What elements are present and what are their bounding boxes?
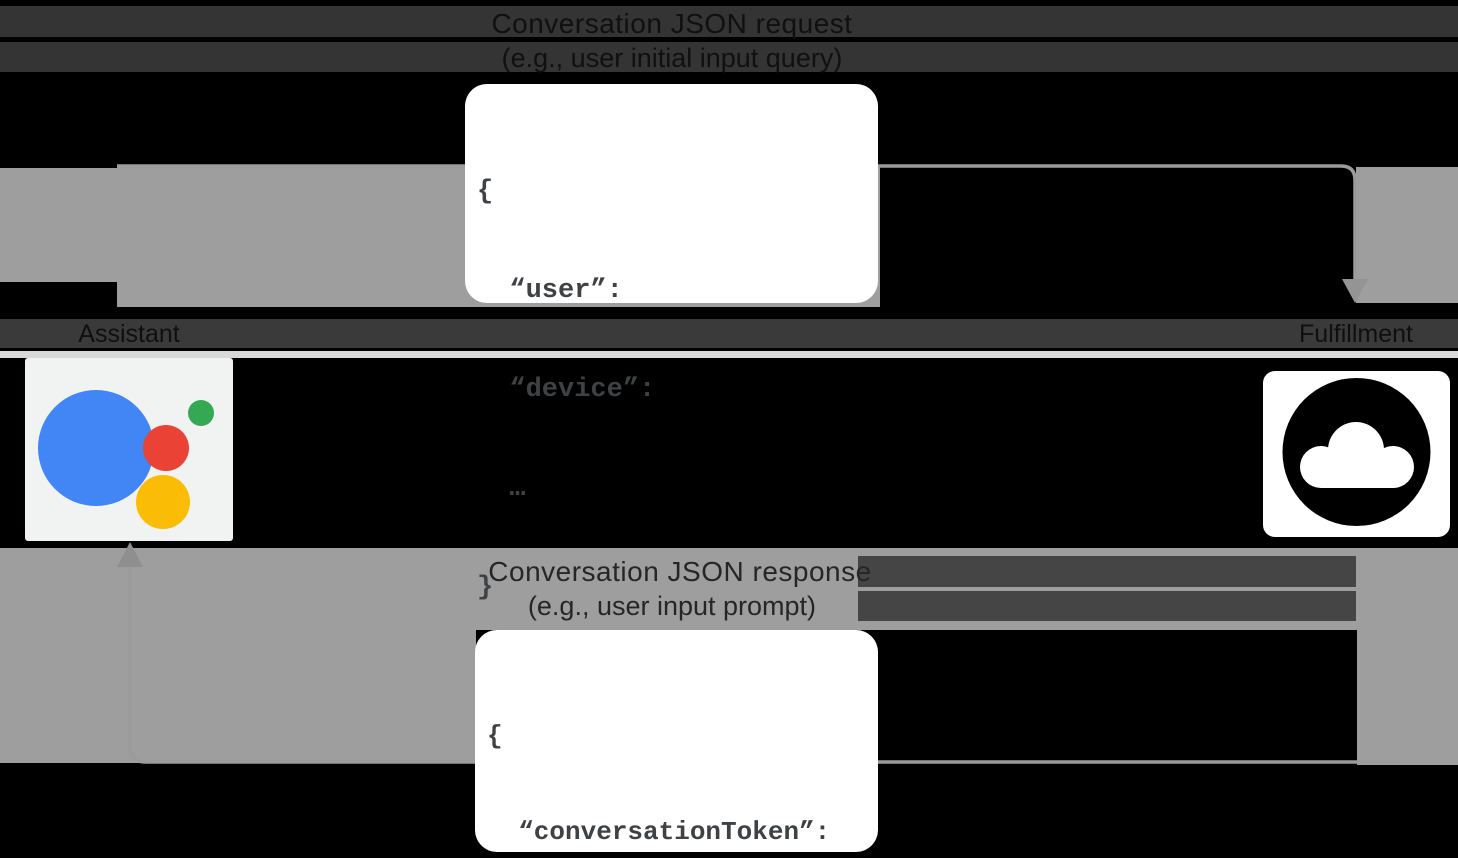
code-line: “device”:	[477, 375, 656, 405]
code-line: {	[477, 177, 494, 207]
assistant-yellow-dot	[136, 475, 190, 529]
cloud-icon	[1282, 378, 1431, 526]
request-title: Conversation JSON request	[491, 8, 853, 39]
fulfillment-node	[1263, 371, 1450, 537]
code-line: }	[477, 573, 494, 603]
response-band-tail	[1357, 548, 1458, 765]
assistant-node	[25, 358, 233, 541]
response-title: Conversation JSON response	[488, 556, 872, 587]
artifact-stripe	[0, 6, 1458, 37]
assistant-blue-dot	[38, 390, 154, 506]
response-json-card: { “conversationToken”: “userStorage”: … …	[475, 630, 878, 852]
artifact-stripe	[0, 42, 1458, 72]
code-line: {	[487, 721, 503, 751]
assistant-red-dot	[143, 425, 189, 471]
assistant-green-dot	[188, 400, 214, 426]
assistant-label: Assistant	[78, 320, 180, 348]
fulfillment-label: Fulfillment	[1299, 320, 1413, 348]
code-line: “user”:	[477, 276, 623, 306]
code-line: …	[477, 474, 526, 504]
request-band-tail	[0, 168, 117, 282]
artifact-stripe	[0, 319, 1458, 348]
request-subtitle: (e.g., user initial input query)	[501, 43, 843, 73]
code-line: “conversationToken”:	[487, 817, 831, 847]
response-subtitle: (e.g., user input prompt)	[527, 591, 817, 621]
request-json-card: { “user”: “device”: … }	[465, 84, 878, 603]
request-band-head	[1356, 167, 1458, 303]
artifact-stripe	[0, 351, 1458, 358]
